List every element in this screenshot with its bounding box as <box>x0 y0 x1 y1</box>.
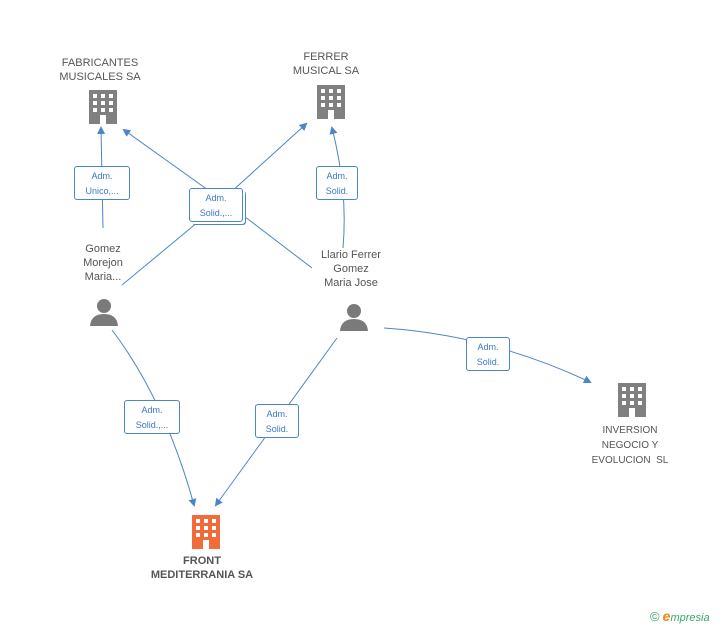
edge-label-line: Adm. <box>477 342 499 352</box>
node-label-front[interactable]: FRONT MEDITERRANIA SA <box>140 554 264 582</box>
node-label-line: MEDITERRANIA SA <box>150 569 254 581</box>
edge-label-line: Solid.,... <box>135 420 169 430</box>
edge-label-line: Solid. <box>476 357 500 367</box>
edge-label-line: Solid. <box>325 186 349 196</box>
node-label-line: Maria... <box>84 271 122 283</box>
brand-name: mpresia <box>670 612 710 624</box>
edge-label-adm-solid[interactable]: Adm. Solid. <box>255 404 299 438</box>
edge-label-adm-solid-stacked[interactable]: Adm. Solid.,... <box>189 188 243 222</box>
edge-label-line: Adm. <box>266 409 288 419</box>
edge-label-line: Unico,... <box>85 186 119 196</box>
node-label-line: FERRER <box>303 51 349 63</box>
node-label-line: Gomez <box>333 263 369 275</box>
empresia-logo[interactable]: © empresia <box>650 608 710 624</box>
edge-label-line: Solid. <box>265 424 289 434</box>
node-label-line: Maria Jose <box>324 277 378 289</box>
node-label-line: EVOLUCION SL <box>591 455 669 466</box>
node-label-ferrer[interactable]: FERRER MUSICAL SA <box>286 50 366 78</box>
node-label-line: MUSICALES SA <box>59 71 141 83</box>
node-label-fabricantes[interactable]: FABRICANTES MUSICALES SA <box>54 56 146 84</box>
edge-label-line: Adm. <box>326 171 348 181</box>
node-label-line: Gomez <box>85 243 121 255</box>
edge-label-line: Solid.,... <box>199 208 233 218</box>
node-label-llario[interactable]: Llario Ferrer Gomez Maria Jose <box>306 248 396 290</box>
edge-label-adm-solid[interactable]: Adm. Solid.,... <box>124 400 180 434</box>
person-icon[interactable] <box>90 298 118 326</box>
person-icon[interactable] <box>340 303 368 331</box>
node-label-line: MUSICAL SA <box>292 65 360 77</box>
building-icon[interactable] <box>618 383 646 417</box>
node-label-line: NEGOCIO Y <box>601 440 659 451</box>
brand-initial: e <box>662 608 671 624</box>
edge-label-line: Adm. <box>91 171 113 181</box>
node-label-gomez[interactable]: Gomez Morejon Maria... <box>64 242 142 284</box>
node-label-line: FABRICANTES <box>61 57 139 69</box>
building-icon[interactable] <box>89 90 117 124</box>
edge-label-adm-unico[interactable]: Adm. Unico,... <box>74 166 130 200</box>
node-label-line: INVERSION <box>602 425 658 436</box>
building-icon[interactable] <box>317 85 345 119</box>
edge-label-line: Adm. <box>141 405 163 415</box>
edge-label-adm-solid[interactable]: Adm. Solid. <box>316 166 358 200</box>
node-label-line: FRONT <box>183 555 221 567</box>
node-label-line: Morejon <box>83 257 123 269</box>
main-company-building-icon[interactable] <box>192 515 220 549</box>
node-label-line: Llario Ferrer <box>321 249 381 261</box>
node-label-inversion[interactable]: INVERSION NEGOCIO Y EVOLUCION SL <box>576 423 684 468</box>
edge-label-adm-solid[interactable]: Adm. Solid. <box>466 337 510 371</box>
edge-gomez-ferrer <box>121 122 308 286</box>
edge-label-line: Adm. <box>205 193 227 203</box>
copyright-symbol: © <box>650 609 660 624</box>
